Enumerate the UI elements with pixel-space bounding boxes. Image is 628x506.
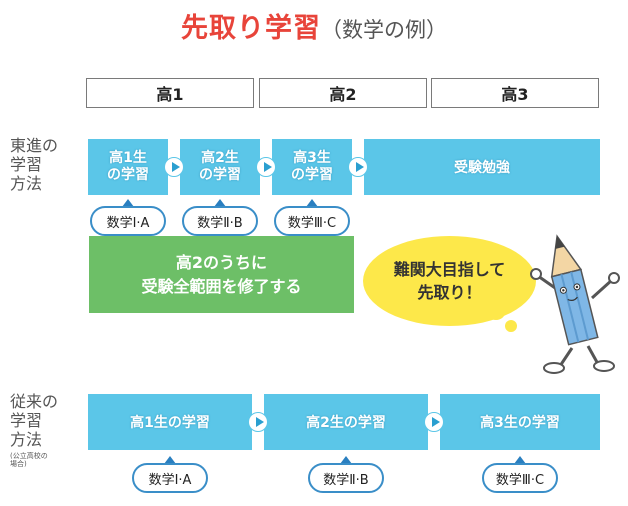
oval-pointer [214, 199, 226, 207]
stage-line: 高1生 [109, 150, 147, 166]
side-label-line: 方法 [10, 174, 43, 193]
stage-line: の学習 [199, 167, 241, 183]
arrow-right-icon [348, 157, 368, 177]
title-main: 先取り学習 [181, 13, 321, 44]
panel-line: 高2のうちに [175, 252, 268, 272]
stage-line: の学習 [107, 167, 149, 183]
panel-line: 受験全範囲を修了する [141, 276, 302, 296]
oval-pointer [514, 456, 526, 464]
oval-pointer [340, 456, 352, 464]
page-title: 先取り学習（数学の例） [0, 6, 628, 45]
arrow-right-icon [424, 412, 444, 432]
stage-line: 高3生 [293, 150, 331, 166]
side-label-line: 従来の [10, 392, 59, 411]
arrow-right-icon [248, 412, 268, 432]
traditional-subject-2: 数学Ⅱ·B [308, 463, 384, 493]
grade-header-1: 高1 [86, 78, 254, 108]
stage-line: 高2生 [201, 150, 239, 166]
oval-pointer [306, 199, 318, 207]
traditional-side-note: (公立高校の 場合) [10, 452, 80, 468]
arrow-right-icon [256, 157, 276, 177]
toshin-stage-3: 高3生の学習 [272, 139, 352, 195]
pencil-character-icon [530, 234, 620, 374]
traditional-subject-1: 数学Ⅰ·A [132, 463, 208, 493]
oval-pointer [164, 456, 176, 464]
toshin-subject-3: 数学Ⅲ·C [274, 206, 350, 236]
side-label-line: 学習 [10, 411, 43, 430]
toshin-side-label: 東進の 学習 方法 [10, 136, 80, 193]
side-label-line: 方法 [10, 430, 43, 449]
grade-header-2: 高2 [259, 78, 427, 108]
title-sub: （数学の例） [321, 18, 447, 42]
side-note-line: (公立高校の [10, 452, 48, 460]
completion-panel: 高2のうちに 受験全範囲を修了する [89, 236, 354, 313]
toshin-subject-2: 数学Ⅱ·B [182, 206, 258, 236]
bubble-line: 難関大目指して [393, 260, 506, 279]
arrow-right-icon [164, 157, 184, 177]
grade-header-3: 高3 [431, 78, 599, 108]
side-note-line: 場合) [10, 460, 27, 468]
side-label-line: 東進の [10, 136, 59, 155]
stage-line: の学習 [291, 167, 333, 183]
toshin-stage-1: 高1生の学習 [88, 139, 168, 195]
traditional-subject-3: 数学Ⅲ·C [482, 463, 558, 493]
bubble-line: 先取り！ [417, 283, 482, 302]
oval-pointer [122, 199, 134, 207]
traditional-stage-1: 高1生の学習 [88, 394, 252, 450]
traditional-stage-2: 高2生の学習 [264, 394, 428, 450]
toshin-stage-2: 高2生の学習 [180, 139, 260, 195]
traditional-stage-3: 高3生の学習 [440, 394, 600, 450]
traditional-side-label: 従来の 学習 方法 [10, 392, 80, 449]
speech-bubble: 難関大目指して 先取り！ [363, 236, 536, 326]
side-label-line: 学習 [10, 155, 43, 174]
toshin-subject-1: 数学Ⅰ·A [90, 206, 166, 236]
toshin-exam-stage: 受験勉強 [364, 139, 600, 195]
